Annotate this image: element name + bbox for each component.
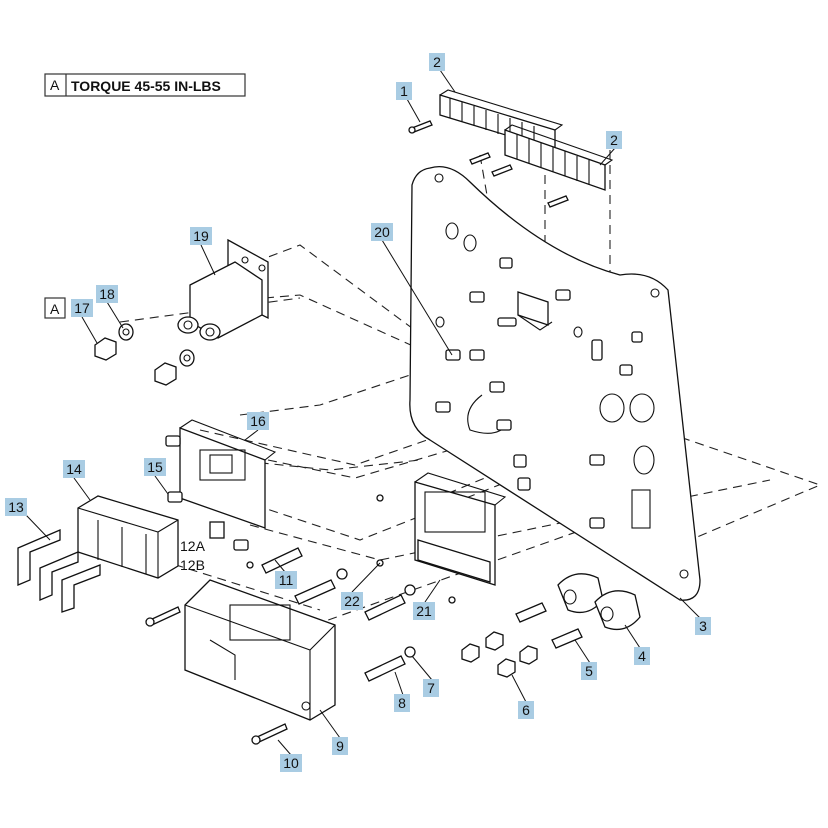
callout-17: 17: [71, 299, 93, 317]
label-12a: 12A: [180, 538, 206, 554]
torque-marker: A: [44, 297, 66, 319]
callout-label: 15: [147, 459, 163, 475]
callout-11: 11: [275, 571, 297, 589]
callout-label: 21: [416, 603, 432, 619]
callout-2: 2: [606, 131, 622, 149]
callout-label: 2: [610, 132, 618, 148]
torque-note-text: TORQUE 45-55 IN-LBS: [71, 78, 221, 94]
callout-13: 13: [5, 498, 27, 516]
callout-14: 14: [63, 460, 85, 478]
callout-7: 7: [423, 679, 439, 697]
callout-label: 18: [99, 286, 115, 302]
callout-label: 14: [66, 461, 82, 477]
callout-label: 17: [74, 300, 90, 316]
standoffs: [435, 257, 643, 529]
connector-assembly: [177, 238, 269, 341]
torque-note: A TORQUE 45-55 IN-LBS: [44, 73, 246, 97]
torque-marker-letter: A: [50, 301, 60, 317]
controller-module: [184, 579, 336, 721]
nuts-and-bumpers: [461, 573, 641, 678]
circuit-board-lower: [414, 472, 507, 586]
callout-1: 1: [396, 82, 412, 100]
callout-label: 5: [585, 663, 593, 679]
callout-label: 6: [522, 702, 530, 718]
callout-19: 19: [190, 227, 212, 245]
mounting-clips: [17, 529, 101, 613]
callout-label: 11: [279, 572, 294, 588]
callout-label: 4: [638, 648, 646, 664]
relay-block: [77, 495, 179, 579]
callout-6: 6: [518, 701, 534, 719]
leader-lines: [25, 69, 701, 756]
bracket: [517, 289, 571, 331]
callout-label: 2: [433, 54, 441, 70]
circuit-board-upper: [165, 419, 277, 551]
terminal-strip-lower: [504, 124, 614, 191]
callout-20: 20: [371, 223, 393, 241]
callout-8: 8: [394, 694, 410, 712]
callout-label: 8: [398, 695, 406, 711]
callout-label: 19: [193, 228, 209, 244]
label-12b: 12B: [180, 557, 205, 573]
screws: [408, 120, 569, 208]
callout-10: 10: [280, 754, 302, 772]
callout-2: 2: [429, 53, 445, 71]
nuts-and-washers: [94, 323, 195, 386]
callout-16: 16: [247, 412, 269, 430]
callout-15: 15: [144, 458, 166, 476]
callout-5: 5: [581, 662, 597, 680]
callout-label: 9: [336, 738, 344, 754]
terminal-strip-upper: [439, 89, 564, 151]
callout-3: 3: [695, 617, 711, 635]
torque-note-letter: A: [50, 77, 60, 93]
screws-and-spacers: [145, 494, 456, 745]
callout-label: 16: [250, 413, 266, 429]
callout-label: 3: [699, 618, 707, 634]
callout-label: 13: [8, 499, 24, 515]
callout-label: 22: [344, 593, 360, 609]
callout-label: 1: [400, 83, 408, 99]
callout-22: 22: [341, 592, 363, 610]
callout-label: 20: [374, 224, 390, 240]
callout-21: 21: [413, 602, 435, 620]
callout-label: 10: [283, 755, 299, 771]
callout-4: 4: [634, 647, 650, 665]
callout-18: 18: [96, 285, 118, 303]
callout-9: 9: [332, 737, 348, 755]
back-panel: [409, 165, 701, 601]
callout-label: 7: [427, 680, 435, 696]
